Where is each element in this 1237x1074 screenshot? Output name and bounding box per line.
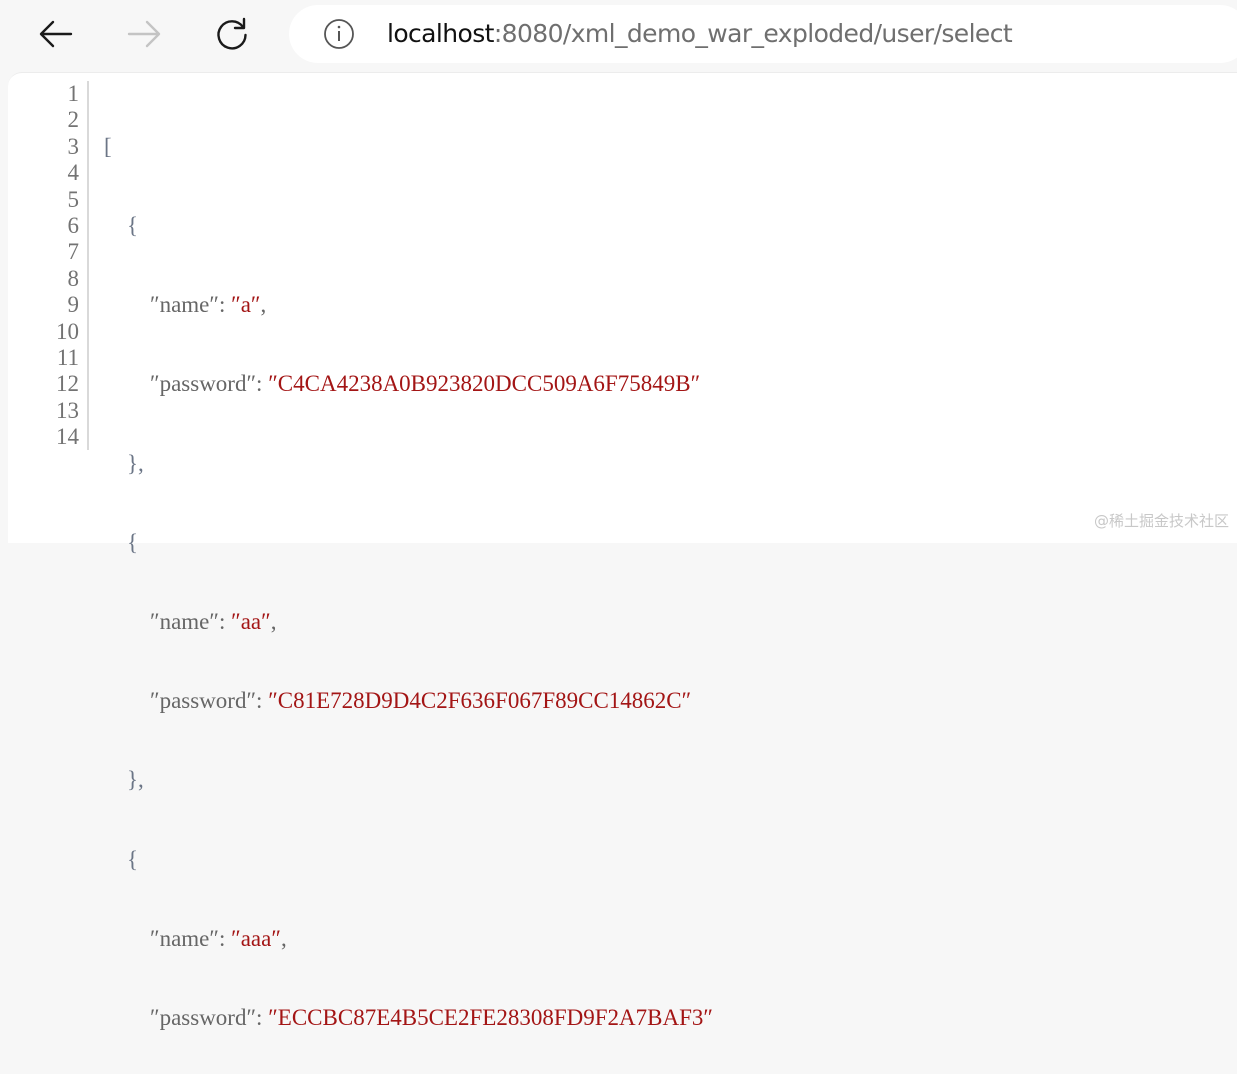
- line-number: 10: [56, 318, 79, 344]
- url-host: localhost: [387, 19, 494, 48]
- code-line: ″name″: ″a″,: [150, 292, 267, 318]
- line-number: 7: [67, 239, 80, 265]
- line-number: 1: [67, 81, 80, 106]
- watermark: @稀土掘金技术社区: [1093, 512, 1229, 530]
- user-password-value: ″ECCBC87E4B5CE2FE28308FD9F2A7BAF3″: [268, 1005, 713, 1031]
- code-line: ″name″: ″aa″,: [150, 609, 277, 635]
- browser-toolbar: localhost:8080/xml_demo_war_exploded/use…: [0, 0, 1237, 70]
- page-content: 1 2 3 4 5 6 7 8 9 10 11 12 13 14 [ { ″na…: [8, 72, 1237, 1030]
- back-button[interactable]: [34, 12, 78, 56]
- line-number: 6: [67, 212, 80, 238]
- url-text[interactable]: localhost:8080/xml_demo_war_exploded/use…: [387, 18, 1013, 50]
- address-bar[interactable]: localhost:8080/xml_demo_war_exploded/use…: [289, 5, 1237, 63]
- line-number: 2: [67, 107, 80, 133]
- user-name-value: ″aa″: [231, 609, 271, 635]
- reload-icon: [217, 17, 247, 50]
- user-password-value: ″C81E728D9D4C2F636F067F89CC14862C″: [268, 688, 692, 714]
- code-line: ″name″: ″aaa″,: [150, 925, 287, 951]
- code-line: },: [127, 767, 144, 793]
- reload-button[interactable]: [210, 12, 254, 56]
- code-line: {: [127, 213, 139, 239]
- code-line: {: [127, 529, 139, 555]
- user-name-value: ″aaa″: [231, 925, 281, 951]
- line-number-gutter: 1 2 3 4 5 6 7 8 9 10 11 12 13 14: [8, 81, 89, 451]
- forward-button[interactable]: [122, 12, 166, 56]
- line-number: 13: [56, 397, 79, 423]
- line-number: 9: [67, 292, 80, 318]
- url-path: :8080/xml_demo_war_exploded/user/select: [493, 19, 1013, 48]
- code-line: [: [104, 133, 112, 159]
- line-number: 11: [56, 344, 79, 370]
- line-number: 12: [56, 371, 79, 397]
- code-line: ″password″: ″C81E728D9D4C2F636F067F89CC1…: [150, 688, 692, 714]
- line-number: 8: [67, 265, 80, 291]
- arrow-right-icon: [127, 20, 161, 48]
- line-number: 14: [56, 424, 79, 450]
- user-name-value: ″a″: [231, 292, 261, 318]
- arrow-left-icon: [39, 20, 73, 48]
- user-password-value: ″C4CA4238A0B923820DCC509A6F75849B″: [268, 371, 701, 397]
- line-number: 5: [67, 186, 80, 212]
- code-line: ″password″: ″C4CA4238A0B923820DCC509A6F7…: [150, 371, 701, 397]
- code-line: {: [127, 846, 139, 872]
- code-line: ″password″: ″ECCBC87E4B5CE2FE28308FD9F2A…: [150, 1005, 713, 1031]
- info-circle-icon[interactable]: [323, 18, 355, 50]
- line-number: 4: [67, 160, 80, 186]
- line-number: 3: [67, 133, 80, 159]
- json-lines: [ { ″name″: ″a″, ″password″: ″C4CA4238A0…: [104, 81, 713, 1074]
- code-line: },: [127, 450, 144, 476]
